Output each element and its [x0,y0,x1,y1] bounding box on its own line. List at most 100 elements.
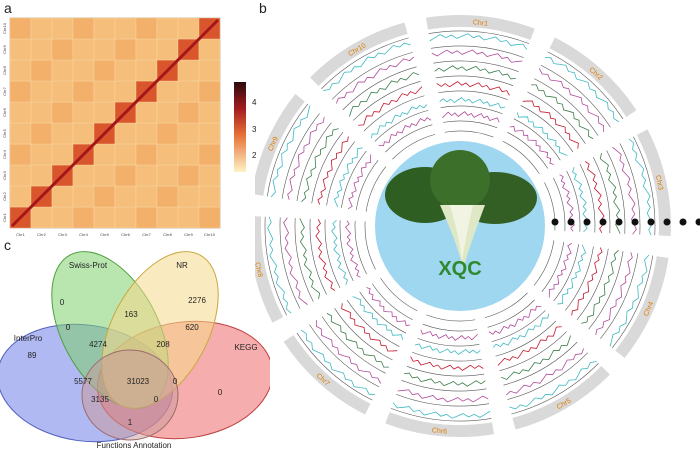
heatmap-block [10,144,31,165]
heatmap-block [31,123,52,144]
heatmap-block [52,102,73,123]
heatmap-block [178,144,199,165]
center-label: XQC [438,258,481,280]
circos-dot [616,219,623,226]
heatmap-block [199,165,220,186]
circos-data-trace [301,129,338,202]
circos-track-frame [365,221,376,269]
heatmap-block [157,207,178,228]
heatmap-block [31,165,52,186]
circos-track-frame [589,251,623,329]
heatmap-block [136,39,157,60]
circos-track-frame [322,317,386,374]
circos-data-trace [366,287,410,325]
circos-figure: Chr1Chr2Chr3Chr4Chr5Chr6Chr7Chr8Chr9Chr1… [255,0,700,453]
circos-track-frame [280,217,300,308]
circos-dot [584,219,591,226]
heatmap-block [115,123,136,144]
venn-count-kegg-only: 0 [218,388,223,397]
venn-label-nr: NR [176,261,188,270]
heatmap-y-label: Chr2 [2,191,7,200]
circos-track-frame [341,151,366,208]
panel-letter-b: b [259,0,267,16]
circos-data-trace [411,357,484,371]
venn-count-nr-kegg-multi: 208 [156,340,170,349]
circos-data-trace [442,112,499,123]
circos-track-frame [340,220,353,281]
heatmap-block [199,39,220,60]
heatmap-block [52,207,73,228]
heatmap-block [157,39,178,60]
circos-data-trace [398,390,489,402]
heatmap-block [31,144,52,165]
heatmap-block [178,102,199,123]
circos-data-trace [336,57,413,104]
heatmap-block [136,186,157,207]
circos-dot [568,219,575,226]
venn-count-interpro-functions: 5577 [74,377,92,386]
venn-label-swissprot: Swiss-Prot [69,261,108,270]
venn-count-interpro-only: 89 [28,351,37,360]
heatmap-block [199,60,220,81]
circos-dot [552,219,559,226]
venn-count-kegg-functions: 0 [173,377,178,386]
heatmap-block [199,102,220,123]
venn-count-swissprot-nr-interpro: 4274 [89,340,107,349]
circos-dot [632,219,639,226]
circos-data-trace [348,154,371,208]
circos-track-frame [327,142,355,206]
panel-letter-a: a [4,0,12,16]
heatmap-block [73,39,94,60]
heatmap-block [178,81,199,102]
heatmap-block [10,81,31,102]
heatmap-block [94,102,115,123]
heatmap-block [73,165,94,186]
heatmap-block [178,18,199,39]
heatmap-block [115,39,136,60]
circos-data-trace [300,218,320,299]
circos-track-frame [418,338,480,346]
heatmap-block [10,186,31,207]
heatmap-block [136,144,157,165]
heatmap-y-label: Chr10 [2,22,7,34]
circos-track-frame [488,300,535,327]
heatmap-y-labels: Chr1Chr2Chr3Chr4Chr5Chr6Chr7Chr8Chr9Chr1… [2,22,7,222]
heatmap-y-label: Chr4 [2,149,7,158]
heatmap-block [199,207,220,228]
heatmap-block [199,123,220,144]
heatmap-block [73,18,94,39]
circos-track-frame [514,119,560,160]
heatmap-block [94,18,115,39]
heatmap-block [52,144,73,165]
circos-track-frame [534,79,598,136]
heatmap-block [94,39,115,60]
heatmap-block [31,81,52,102]
venn-label-interpro: InterPro [14,334,43,343]
heatmap-block [52,186,73,207]
heatmap-block [115,81,136,102]
circos-track-frame [542,242,564,292]
heatmap-block [10,39,31,60]
heatmap-block [52,81,73,102]
heatmap-block [31,207,52,228]
venn-count-interpro-functions-2: 3135 [91,395,109,404]
heatmap-block [94,81,115,102]
heatmap-block [115,60,136,81]
circos-dot [600,219,607,226]
circos-track-frame [443,121,497,128]
circos-data-trace [421,330,478,341]
heatmap-block [136,102,157,123]
venn-label-functions: Functions Annotation [97,441,172,450]
circos-data-trace [506,348,583,395]
heatmap-block [73,186,94,207]
heatmap-block [52,60,73,81]
heatmap-block [136,207,157,228]
circos-track-frame [423,324,477,331]
heatmap-block [73,207,94,228]
circos-track-frame [445,131,494,137]
heatmap-block [199,186,220,207]
heatmap-block [73,60,94,81]
venn-count-swissprot-interpro: 0 [66,323,71,332]
